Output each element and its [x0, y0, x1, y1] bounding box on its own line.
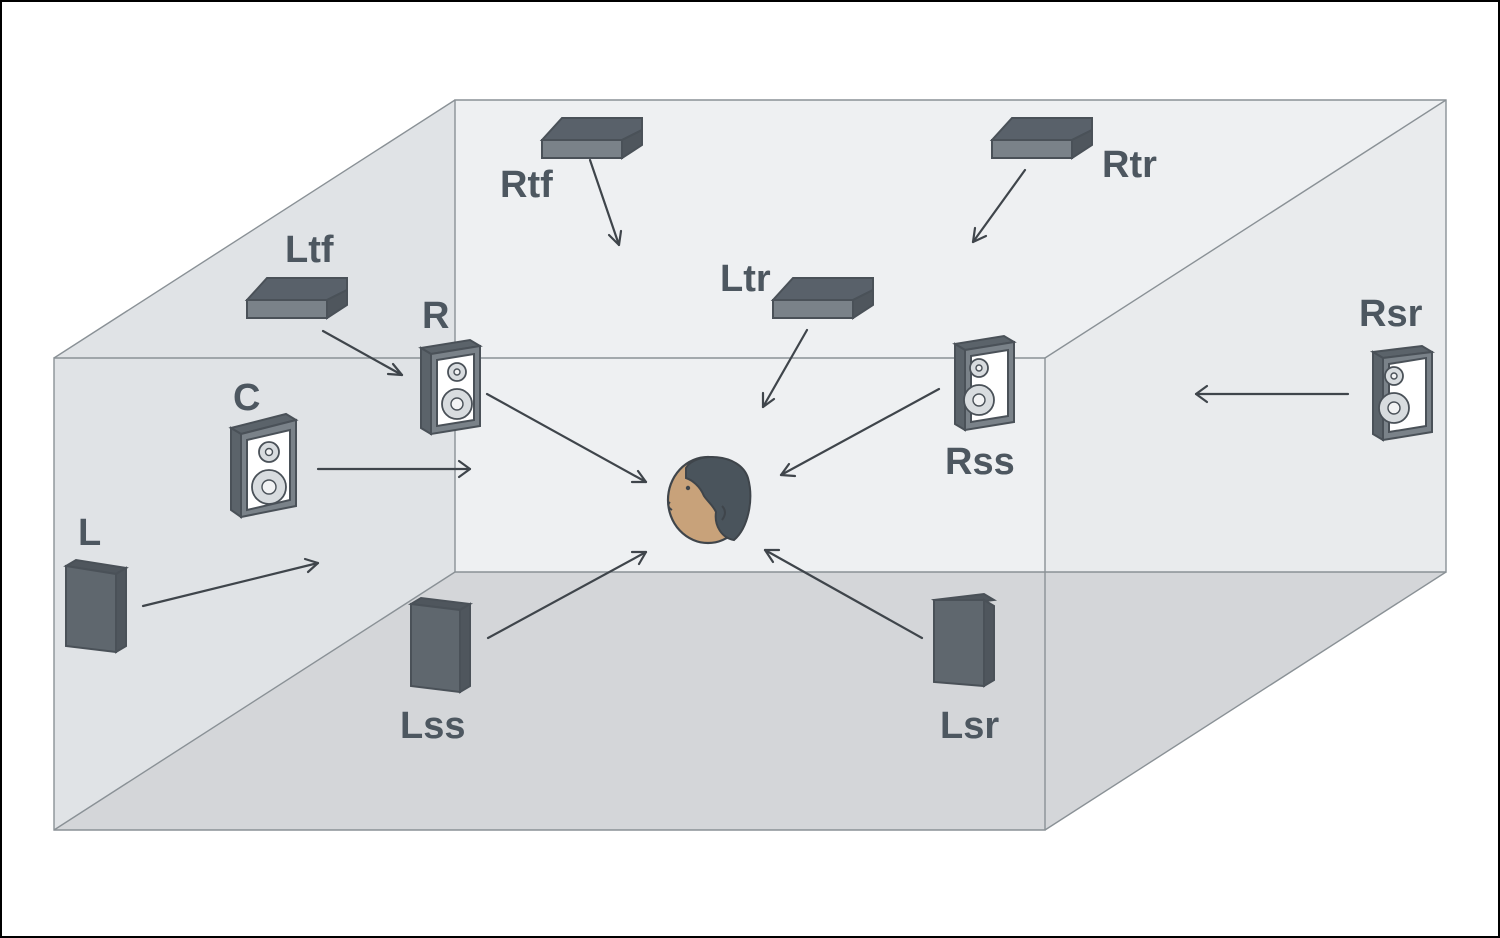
arrow-rsr [1194, 384, 1350, 404]
floor-speaker-icon [63, 558, 129, 654]
bookshelf-speaker-icon [952, 334, 1017, 432]
arrow-l [141, 557, 320, 608]
arrow-ltf [321, 329, 404, 377]
ceiling-speaker-icon [539, 117, 643, 160]
arrow-rtr [971, 168, 1027, 244]
arrow-lsr [763, 548, 924, 640]
ceiling-speaker-icon [989, 117, 1093, 160]
bookshelf-speaker-icon [1369, 344, 1436, 442]
floor-speaker-icon [930, 592, 998, 688]
arrow-r [485, 392, 648, 484]
speaker-labels: Rtf Rtr Ltf Ltr R Rsr C Rss L Lss Lsr [78, 144, 1423, 747]
ceiling-speaker-icon [244, 277, 348, 320]
label-rtr: Rtr [1102, 144, 1157, 186]
ceiling-speaker-icon [770, 277, 874, 320]
label-ltf: Ltf [285, 229, 334, 271]
label-l: L [78, 512, 101, 554]
sound-arrows [141, 158, 1350, 640]
room-edges [53, 99, 1447, 831]
label-rss: Rss [945, 441, 1015, 483]
arrow-c [316, 459, 472, 479]
floor-speaker-icon [407, 596, 474, 694]
label-c: C [233, 377, 260, 419]
label-rsr: Rsr [1359, 293, 1423, 335]
label-lss: Lss [400, 705, 465, 747]
floor [54, 572, 1446, 830]
bookshelf-speaker-icon [228, 412, 299, 519]
arrow-ltr [761, 328, 809, 409]
arrow-rtf [588, 158, 623, 247]
label-lsr: Lsr [940, 705, 999, 747]
label-rtf: Rtf [500, 164, 553, 206]
listener-head-icon [666, 455, 752, 545]
arrow-lss [486, 550, 648, 640]
label-r: R [422, 295, 449, 337]
label-ltr: Ltr [720, 258, 771, 300]
arrow-rss [779, 387, 941, 478]
bookshelf-speaker-icon [418, 338, 483, 436]
